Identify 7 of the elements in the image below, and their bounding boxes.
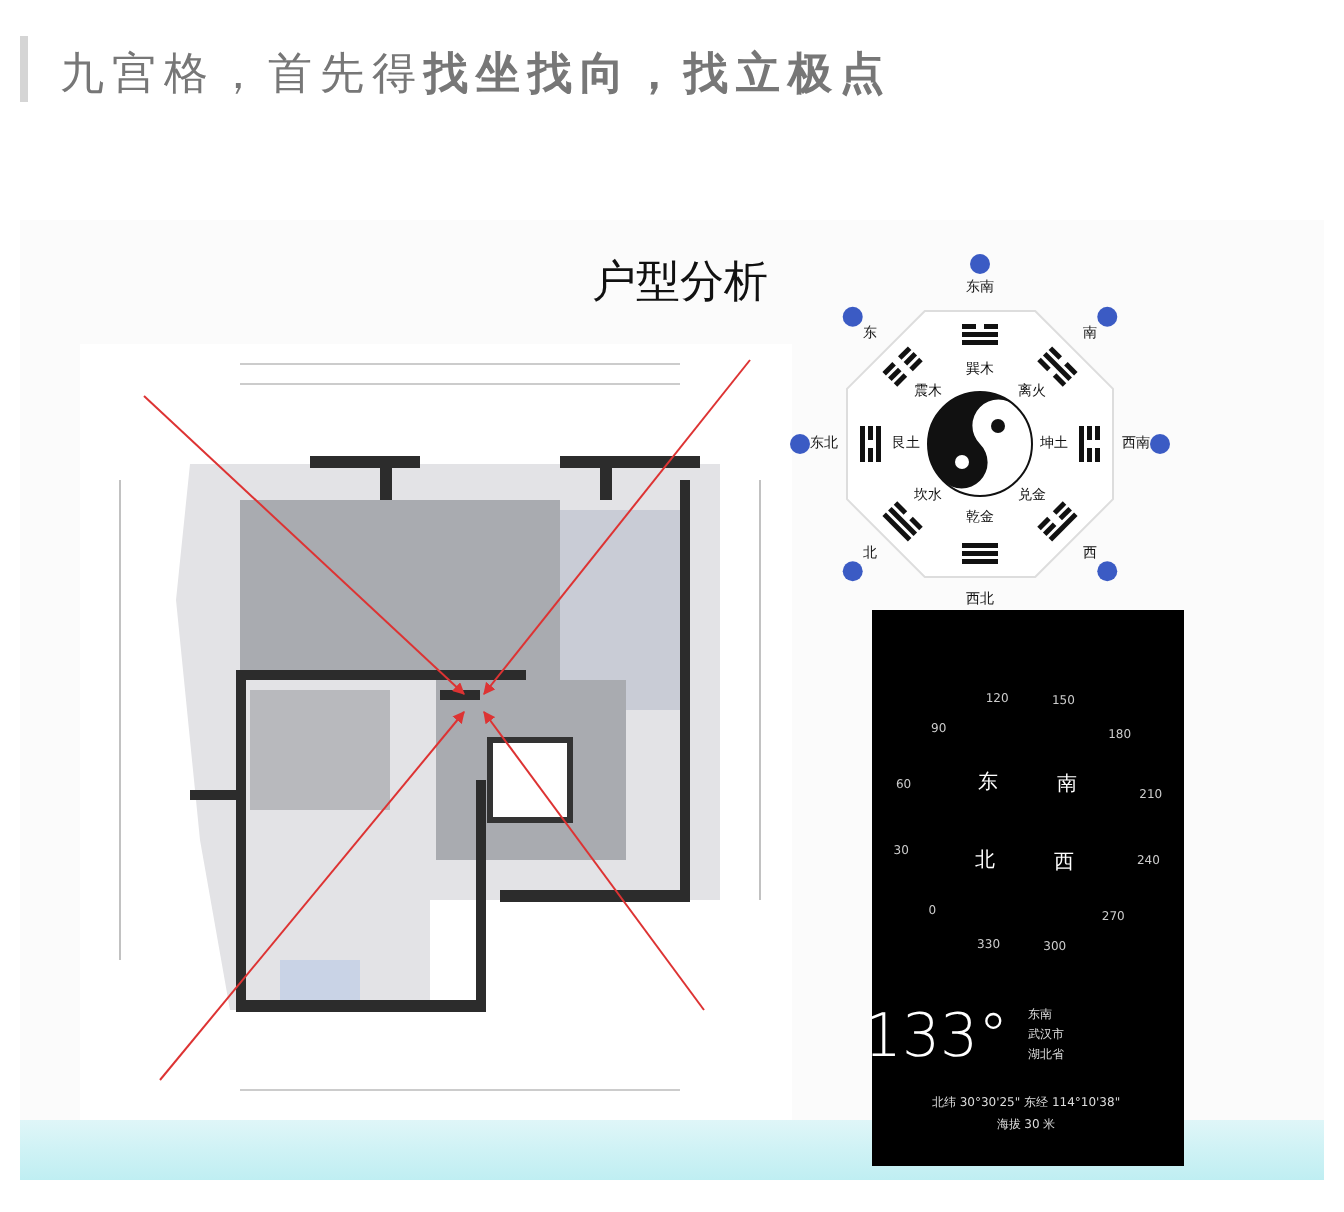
cardinal-label: 北 xyxy=(975,852,996,873)
page-heading: 九宫格，首先得找坐找向，找立极点 xyxy=(60,46,892,104)
cardinal-label: 东 xyxy=(977,773,998,794)
heading-readout: 133° xyxy=(863,1008,1009,1068)
cardinal-label: 西 xyxy=(1054,854,1075,875)
cardinal-label: 南 xyxy=(1056,775,1077,796)
slide-title: 户型分析 xyxy=(592,262,768,306)
